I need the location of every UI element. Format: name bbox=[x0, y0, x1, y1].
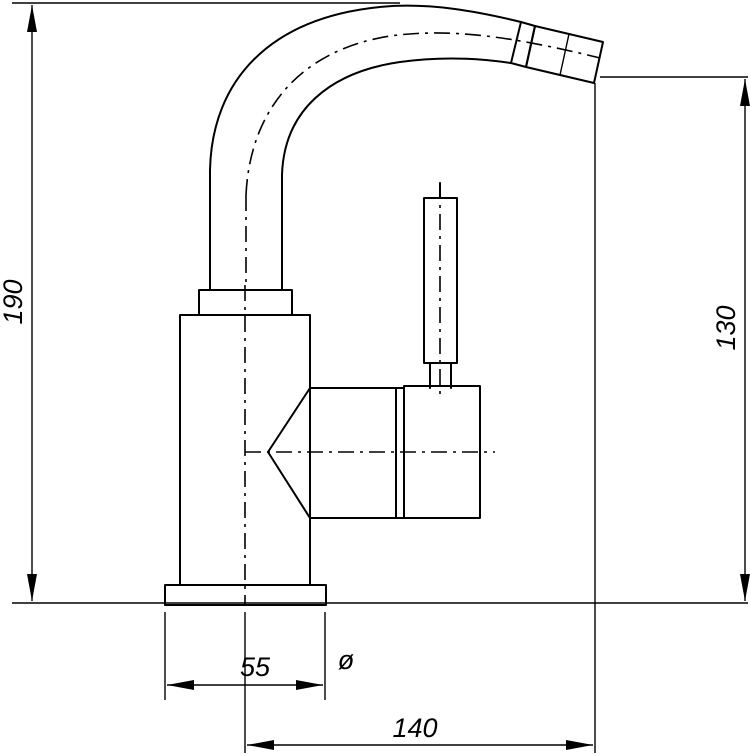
dim-label-140: 140 bbox=[392, 713, 437, 743]
dim-label-190: 190 bbox=[0, 279, 28, 324]
dim-label-55: 55 bbox=[240, 652, 271, 682]
centerlines bbox=[244, 32, 601, 605]
dimension-base-diameter: 55 ø bbox=[167, 645, 354, 690]
dimension-total-height: 190 bbox=[0, 5, 37, 601]
dimension-spout-height: 130 bbox=[711, 79, 750, 601]
dim-label-130: 130 bbox=[711, 305, 741, 350]
curved-spout bbox=[209, 4, 522, 291]
faucet-outline bbox=[164, 4, 604, 606]
spray-head bbox=[510, 21, 604, 84]
extension-lines bbox=[12, 2, 748, 753]
diameter-symbol: ø bbox=[338, 645, 355, 675]
dimension-spout-reach: 140 bbox=[247, 713, 593, 750]
